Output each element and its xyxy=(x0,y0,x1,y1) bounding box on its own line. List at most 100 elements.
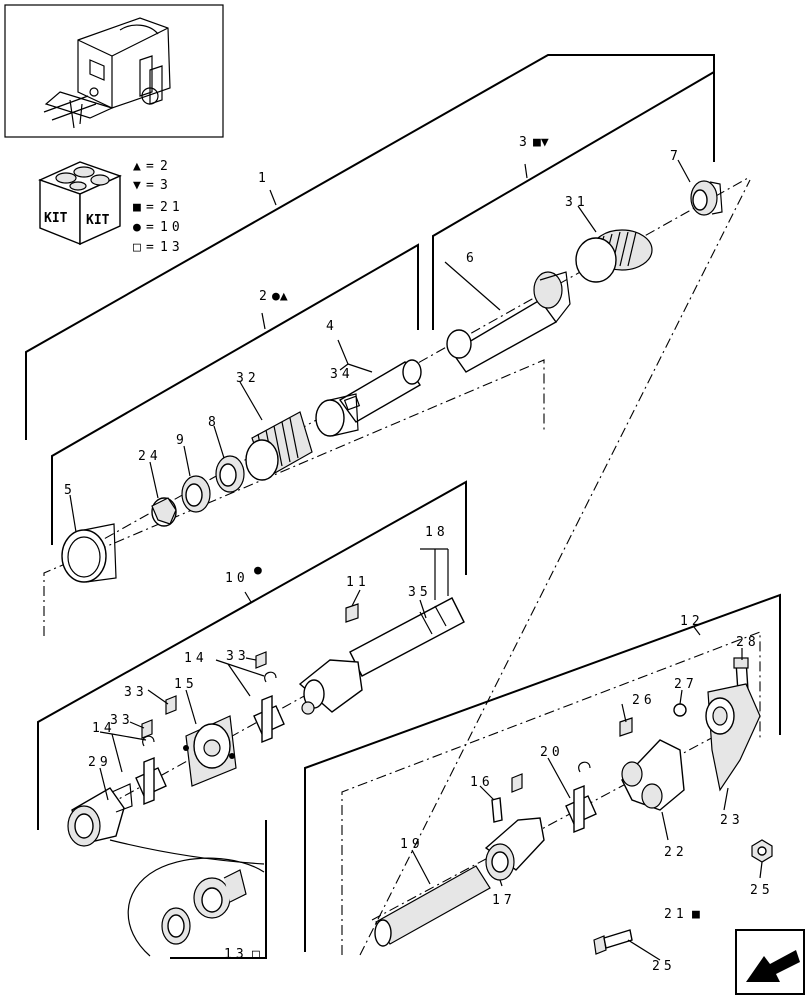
part-25-bolt[interactable] xyxy=(593,929,633,955)
callout-10: 10 xyxy=(225,571,249,586)
legend-value: 21 xyxy=(160,200,184,215)
part-4-tube[interactable] xyxy=(338,359,422,423)
group-bracket-12 xyxy=(304,593,781,952)
detail-bubble-13 xyxy=(109,839,265,957)
svg-text:=: = xyxy=(146,159,154,174)
callout-2: 2 xyxy=(259,289,271,304)
part-11-fitting[interactable] xyxy=(345,603,359,623)
part-14-clip-top[interactable] xyxy=(264,671,277,683)
part-cross-joint-low[interactable] xyxy=(135,756,167,806)
callout-19: 19 xyxy=(400,837,424,852)
part-9-ring[interactable] xyxy=(181,475,211,513)
part-29-yoke[interactable] xyxy=(67,783,133,847)
group-bracket-21 xyxy=(341,631,761,955)
callout-9: 9 xyxy=(176,433,188,448)
part-13-seal-kit[interactable] xyxy=(161,869,247,945)
group-bracket-2 xyxy=(51,243,419,545)
callout-18: 18 xyxy=(425,525,449,540)
callout-14-low: 14 xyxy=(92,721,116,736)
part-34-funnel[interactable] xyxy=(315,393,361,437)
legend-symbol: ■ xyxy=(133,200,141,215)
callout-13-symbol: □ xyxy=(252,947,260,962)
part-31-spring[interactable] xyxy=(575,229,653,283)
part-20-cross-joint[interactable] xyxy=(565,761,597,834)
part-14-clip-low[interactable] xyxy=(142,735,155,747)
part-25-nut[interactable] xyxy=(751,839,773,863)
part-fitting-low[interactable] xyxy=(511,773,523,793)
callout-24: 24 xyxy=(138,449,162,464)
kit-label-left: KIT xyxy=(44,211,68,226)
centerline-diagonal xyxy=(359,179,751,956)
group-bracket-13 xyxy=(170,820,267,959)
part-33-fitting-mid[interactable] xyxy=(165,695,177,715)
part-33-fitting-low[interactable] xyxy=(141,719,153,739)
svg-text:=: = xyxy=(146,178,154,193)
callout-20: 20 xyxy=(540,745,564,760)
part-33-fitting-top[interactable] xyxy=(255,651,267,669)
part-19-shaft[interactable] xyxy=(374,865,491,947)
callout-14-top: 14 xyxy=(184,651,208,666)
group-bracket-10 xyxy=(37,480,467,830)
part-cross-joint-top[interactable] xyxy=(253,694,285,744)
kit-legend: ▲ = 2 ▼ = 3 ■ = 21 ● = 10 □ = 13 xyxy=(133,159,184,255)
callout-12: 12 xyxy=(680,614,704,629)
legend-value: 2 xyxy=(160,159,168,174)
callout-33-top: 33 xyxy=(226,649,250,664)
callout-29: 29 xyxy=(88,755,112,770)
part-16-pin[interactable] xyxy=(491,797,503,823)
part-35-shaft[interactable] xyxy=(349,597,465,677)
part-23-yoke[interactable] xyxy=(705,683,761,792)
legend-value: 3 xyxy=(160,178,168,193)
callout-21-symbol: ■ xyxy=(692,907,700,922)
legend-symbol: ▼ xyxy=(133,178,141,193)
callout-16: 16 xyxy=(470,775,494,790)
part-10-yoke[interactable] xyxy=(298,659,363,715)
part-26-fitting[interactable] xyxy=(619,717,633,737)
callout-17: 17 xyxy=(492,893,516,908)
svg-text:=: = xyxy=(146,220,154,235)
legend-value: 10 xyxy=(160,220,184,235)
svg-text:=: = xyxy=(146,200,154,215)
legend-value: 13 xyxy=(160,240,184,255)
part-15-clutch[interactable] xyxy=(183,715,237,787)
kit-box-icon: KIT KIT xyxy=(38,161,122,246)
callout-13: 13 xyxy=(224,947,248,962)
callout-1: 1 xyxy=(258,171,270,186)
callout-labels: 1 3 ■▼ 7 31 6 2 ●▲ 4 32 34 8 9 24 5 18 1… xyxy=(64,135,774,974)
group-bracket-3 xyxy=(432,70,715,330)
callout-35: 35 xyxy=(408,585,432,600)
group-bracket-2-inner xyxy=(43,359,545,636)
kit-label-right: KIT xyxy=(86,213,110,228)
callout-5: 5 xyxy=(64,483,76,498)
callout-11: 11 xyxy=(346,575,370,590)
callout-34: 34 xyxy=(330,367,354,382)
part-17-yoke[interactable] xyxy=(484,817,545,881)
callout-26: 26 xyxy=(632,693,656,708)
centerline-bottom xyxy=(371,711,761,921)
callout-2-symbols: ●▲ xyxy=(272,289,288,304)
callout-28: 28 xyxy=(736,635,760,650)
part-7-bearing-ring[interactable] xyxy=(690,180,723,216)
part-8-ring[interactable] xyxy=(215,455,245,493)
callout-6: 6 xyxy=(466,251,478,266)
callout-4: 4 xyxy=(326,319,338,334)
next-page-arrow-icon[interactable] xyxy=(735,929,805,995)
callout-33-mid: 33 xyxy=(124,685,148,700)
callout-8: 8 xyxy=(208,415,220,430)
part-24-bearing[interactable] xyxy=(151,497,177,527)
callout-3: 3 xyxy=(519,135,531,150)
part-22-yoke[interactable] xyxy=(621,739,685,811)
callout-21: 21 xyxy=(664,907,688,922)
callout-25-bolt: 25 xyxy=(652,959,676,974)
legend-symbol: □ xyxy=(133,240,141,255)
callout-32: 32 xyxy=(236,371,260,386)
part-32-spring[interactable] xyxy=(245,411,313,481)
callout-25-nut: 25 xyxy=(750,883,774,898)
machine-overview-icon[interactable] xyxy=(4,4,224,138)
callout-15: 15 xyxy=(174,677,198,692)
part-5-cup[interactable] xyxy=(61,523,117,583)
part-27-washer[interactable] xyxy=(673,703,687,717)
part-6-tube[interactable] xyxy=(446,271,571,373)
legend-symbol: ● xyxy=(133,220,141,235)
